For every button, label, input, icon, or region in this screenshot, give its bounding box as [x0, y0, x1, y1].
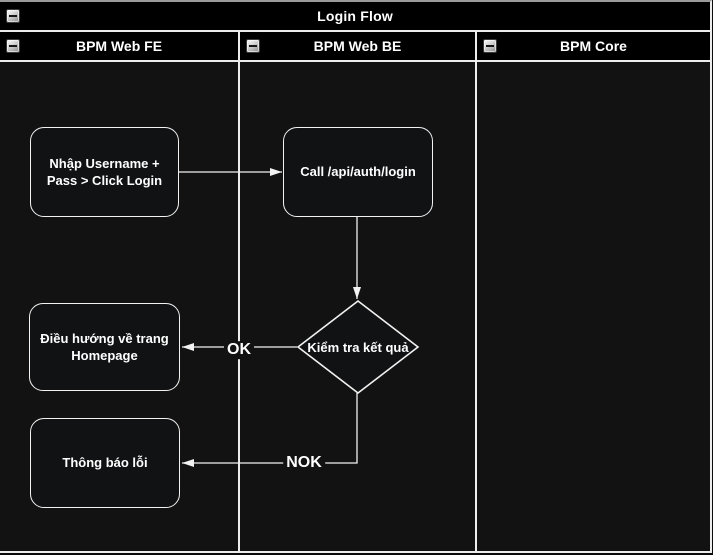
minus-icon [9, 45, 17, 47]
edge-label-ok[interactable]: OK [224, 341, 254, 359]
lane-header-bpm-web-be[interactable]: BPM Web BE [238, 32, 475, 60]
collapse-lane-be-button[interactable] [246, 39, 260, 53]
lane-label: BPM Core [560, 38, 627, 54]
lane-header-bpm-core[interactable]: BPM Core [475, 32, 710, 60]
collapse-lane-core-button[interactable] [483, 39, 497, 53]
node-call-login-api[interactable]: Call /api/auth/login [283, 127, 433, 217]
pool-title: Login Flow [317, 8, 393, 24]
node-redirect-homepage[interactable]: Điều hướng về trang Homepage [29, 303, 180, 391]
lane-label: BPM Web BE [313, 38, 402, 54]
lane-header-row: BPM Web FE BPM Web BE BPM Core [0, 32, 710, 62]
minus-icon [486, 45, 494, 47]
edge-label-nok[interactable]: NOK [283, 454, 325, 472]
pool-title-bar: Login Flow [0, 2, 710, 32]
collapse-lane-fe-button[interactable] [6, 39, 20, 53]
lane-header-bpm-web-fe[interactable]: BPM Web FE [0, 32, 238, 60]
node-enter-credentials[interactable]: Nhập Username + Pass > Click Login [30, 127, 179, 217]
collapse-pool-button[interactable] [6, 9, 20, 23]
lane-body-bpm-core [475, 62, 710, 551]
minus-icon [249, 45, 257, 47]
minus-icon [9, 15, 17, 17]
node-error-message[interactable]: Thông báo lỗi [30, 418, 180, 508]
lane-label: BPM Web FE [75, 38, 163, 54]
